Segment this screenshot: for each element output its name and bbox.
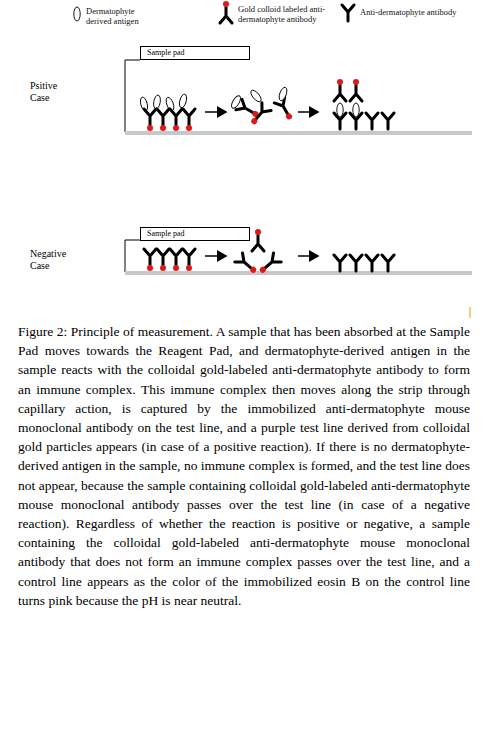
legend-text: Dermatophyte derived antigen (86, 7, 148, 26)
box-label: Sample pad (147, 47, 243, 58)
negative-strip (125, 229, 472, 276)
legend-text: Gold colloid labeled anti-dermatophyte a… (238, 5, 330, 24)
positive-strip (125, 60, 472, 135)
sample-pad-box: Sample pad (140, 46, 250, 60)
antigen-sample (74, 7, 80, 21)
gold-antibody-sample (220, 1, 232, 23)
box-label: Sample pad (147, 228, 243, 239)
sample-pad-box: Sample pad (140, 227, 250, 241)
case-label: Negative Case (30, 248, 80, 272)
case-label: Psitive Case (30, 80, 74, 104)
antibody-sample (342, 5, 354, 21)
legend-text: Anti-dermatophyte antibody (360, 8, 482, 18)
figure-caption: Figure 2: Principle of measurement. A sa… (18, 322, 470, 610)
page-mark (470, 307, 471, 318)
